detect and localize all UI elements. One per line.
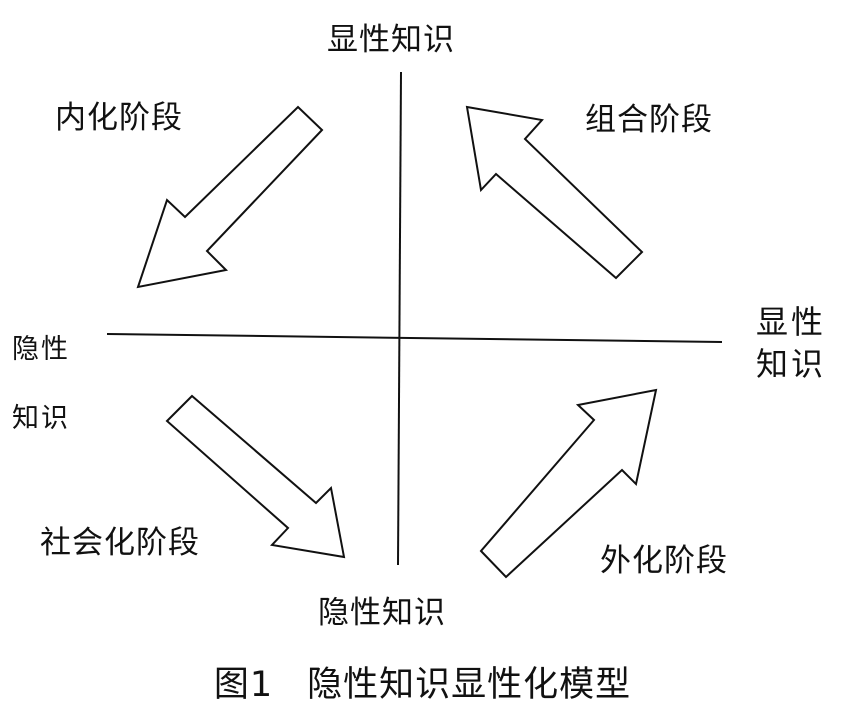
figure-number: 图1	[213, 665, 274, 705]
label-right-line1: 显性	[756, 303, 827, 341]
label-left-line1: 隐性	[12, 333, 70, 365]
label-top-explicit-knowledge: 显性知识	[327, 22, 455, 58]
label-internalization-stage: 内化阶段	[55, 100, 183, 136]
arrow-internalization	[136, 105, 324, 289]
label-socialization-stage: 社会化阶段	[40, 525, 200, 561]
label-left-tacit-knowledge: 隐性 知识	[12, 298, 70, 471]
label-right-explicit-knowledge: 显性 知识	[756, 302, 826, 385]
horizontal-axis	[106, 333, 723, 343]
label-bottom-tacit-knowledge: 隐性知识	[318, 595, 446, 631]
label-left-line2: 知识	[12, 402, 70, 434]
figure-title: 隐性知识显性化模型	[307, 665, 632, 705]
arrow-socialization	[165, 394, 346, 559]
arrow-combination	[465, 105, 644, 280]
figure-caption: 图1 隐性知识显性化模型	[0, 656, 845, 707]
label-combination-stage: 组合阶段	[585, 102, 713, 138]
vertical-axis	[397, 71, 402, 566]
label-right-line2: 知识	[756, 344, 827, 383]
label-externalization-stage: 外化阶段	[600, 543, 728, 579]
arrow-externalization	[479, 388, 658, 579]
